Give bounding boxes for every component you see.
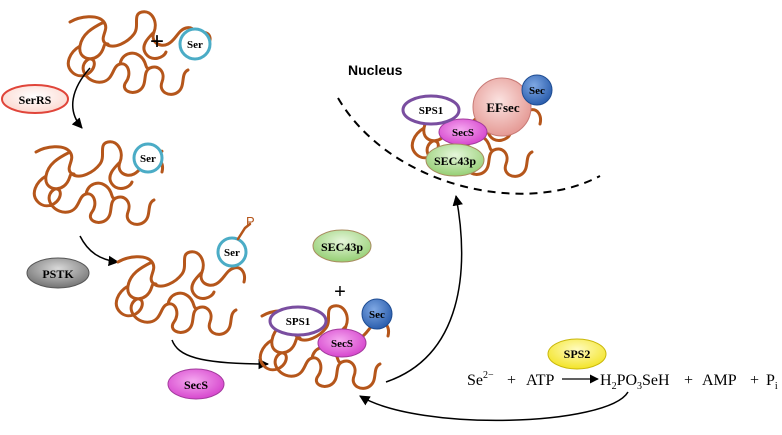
arrow-serrs: [71, 67, 91, 129]
eq-amp: AMP: [702, 372, 737, 389]
svg-text:Ser: Ser: [140, 153, 156, 165]
pstk-enzyme: PSTK: [26, 257, 90, 289]
phosphate-link: [236, 222, 252, 241]
eq-plus-3: +: [750, 372, 759, 389]
arrow-to-nucleus: [385, 194, 463, 383]
svg-text:Ser: Ser: [224, 247, 240, 259]
sec43p-nucleus: SEC43p: [425, 143, 485, 177]
phosphate-label: P: [246, 214, 255, 229]
svg-text:PSTK: PSTK: [42, 267, 74, 281]
svg-text:EFsec: EFsec: [486, 100, 519, 115]
eq-product: H2PO3SeH: [600, 372, 670, 392]
arrow-selenophosphate: [359, 391, 629, 422]
secs-middle: SecS: [317, 328, 367, 358]
eq-plus-1: +: [507, 372, 516, 389]
svg-text:Sec: Sec: [369, 309, 385, 321]
plus-middle: +: [334, 281, 346, 303]
eq-atp: ATP: [526, 372, 555, 389]
svg-text:SecS: SecS: [331, 338, 353, 350]
sec-nucleus: Sec: [521, 74, 553, 106]
eq-pi: Pi: [766, 372, 778, 392]
svg-text:SPS1: SPS1: [419, 105, 443, 117]
sec-middle: Sec: [361, 298, 393, 330]
arrow-secs: [171, 339, 270, 370]
svg-text:SecS: SecS: [452, 127, 474, 139]
nucleus-label: Nucleus: [348, 62, 403, 78]
efsec-nucleus: EFsec: [472, 77, 532, 137]
arrow-pstk: [79, 235, 120, 267]
equation: Se2− + ATP H2PO3SeH + AMP + Pi: [467, 370, 778, 392]
sps1-nucleus: SPS1: [401, 94, 461, 126]
eq-se: Se2−: [467, 370, 494, 389]
ser-free: Ser: [178, 27, 212, 61]
svg-text:Ser: Ser: [187, 39, 203, 51]
serrs-enzyme: SerRS: [1, 84, 69, 114]
svg-text:SPS2: SPS2: [564, 347, 591, 361]
eq-plus-2: +: [684, 372, 693, 389]
svg-text:Sec: Sec: [529, 85, 545, 97]
sps2-enzyme: SPS2: [547, 338, 607, 370]
nuclear-envelope: [337, 97, 601, 195]
svg-text:SEC43p: SEC43p: [321, 240, 363, 254]
sps1-middle: SPS1: [268, 305, 328, 337]
svg-text:SerRS: SerRS: [19, 93, 52, 107]
svg-text:SecS: SecS: [184, 378, 208, 392]
plus-top: +: [150, 28, 164, 55]
ser-bound-2: Ser: [216, 236, 248, 268]
sec43p-free: SEC43p: [312, 229, 372, 263]
secs-enzyme: SecS: [167, 368, 225, 400]
ser-bound-1: Ser: [132, 142, 164, 174]
svg-text:SEC43p: SEC43p: [434, 154, 476, 168]
svg-text:SPS1: SPS1: [286, 316, 310, 328]
secs-nucleus: SecS: [438, 118, 488, 146]
